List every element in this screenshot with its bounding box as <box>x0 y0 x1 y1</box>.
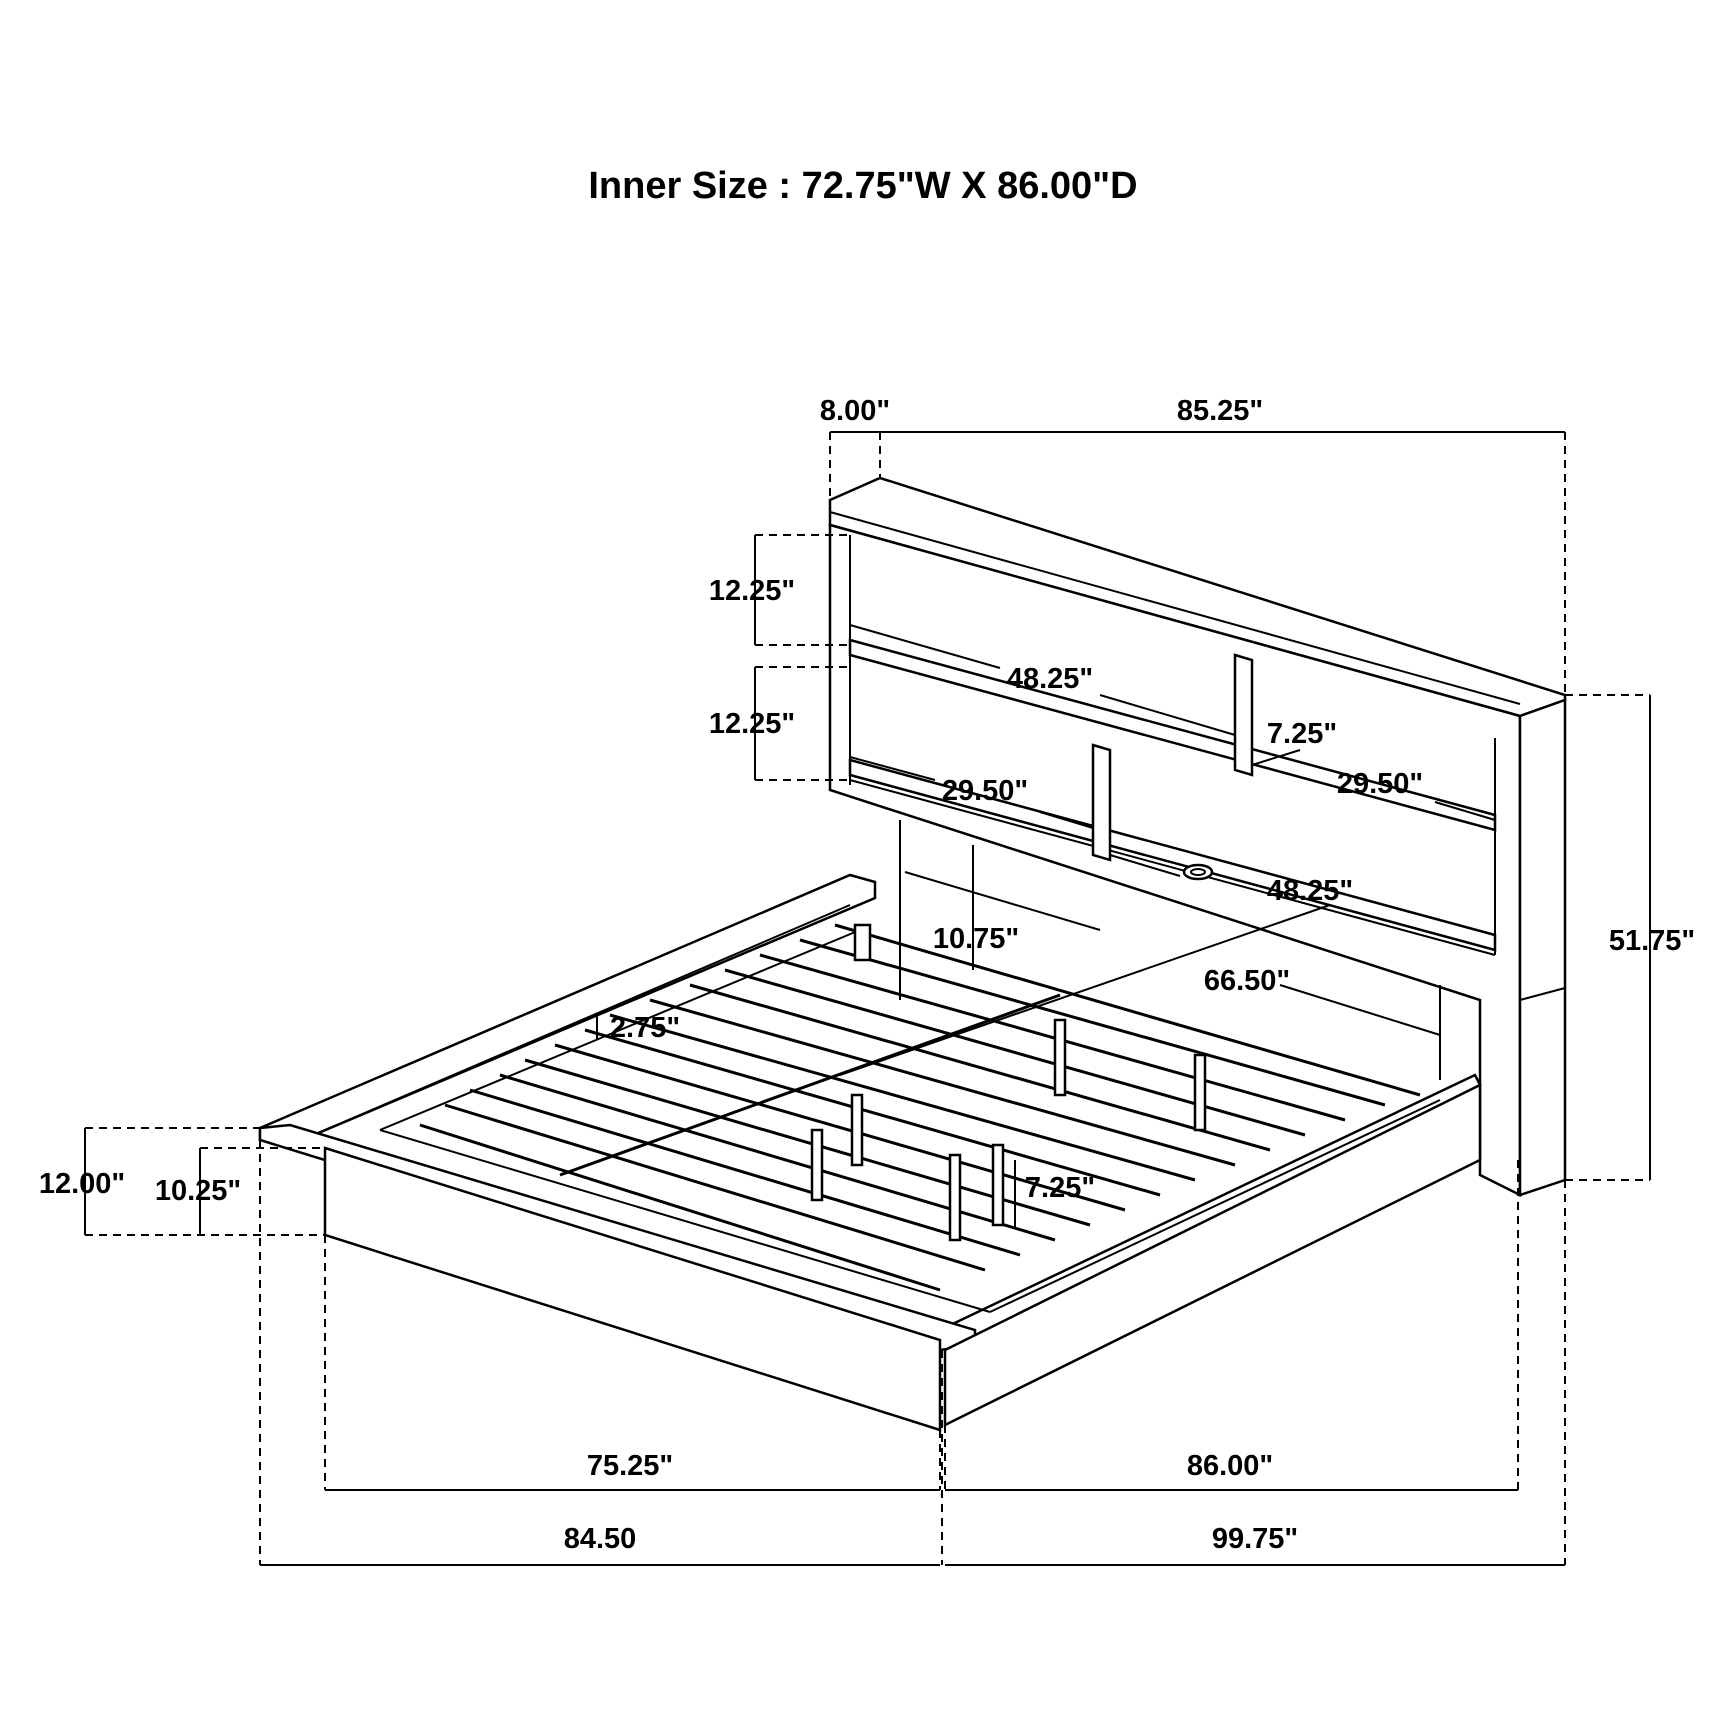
label-lower-shelf-height: 12.25" <box>709 708 795 740</box>
label-slat-gap: 2.75" <box>610 1012 680 1044</box>
dimension-lines <box>84 431 1651 1566</box>
bracket <box>853 923 872 962</box>
slat <box>499 1073 1056 1242</box>
label-headboard-depth: 8.00" <box>820 395 890 427</box>
support-leg <box>1193 1053 1207 1132</box>
label-lower-left-shelf-width: 29.50" <box>942 775 1028 807</box>
support-leg <box>1053 1018 1067 1097</box>
slat <box>689 983 1271 1152</box>
support-leg <box>948 1153 962 1242</box>
slat <box>834 923 1421 1097</box>
foot-rail-face <box>323 1146 942 1432</box>
upper-divider <box>1233 653 1254 777</box>
label-right-shelf-width: 29.50" <box>1337 768 1423 800</box>
label-upper-shelf-height: 12.25" <box>709 575 795 607</box>
inner-size-title: Inner Size : 72.75"W X 86.00"D <box>588 165 1137 207</box>
label-overall-width: 84.50 <box>564 1523 637 1555</box>
label-leg-height: 7.25" <box>1025 1172 1095 1204</box>
slat <box>444 1103 986 1272</box>
label-base-length: 86.00" <box>1187 1450 1273 1482</box>
label-upper-shelf-width: 48.25" <box>1007 663 1093 695</box>
support-leg <box>991 1143 1005 1227</box>
label-rail-inner-height: 10.25" <box>155 1175 241 1207</box>
bed-frame <box>258 873 1482 1432</box>
center-support-beam <box>559 993 1061 1177</box>
support-leg <box>810 1128 824 1202</box>
slat <box>554 1043 1126 1212</box>
slats <box>419 923 1421 1292</box>
usb-outlet-icon <box>1182 863 1214 881</box>
slat <box>584 1028 1161 1197</box>
headboard <box>828 476 1567 1198</box>
dimension-labels: 8.00" 85.25" 12.25" 12.25" 48.25" 7.25" … <box>39 395 1695 1555</box>
slat <box>469 1088 1021 1257</box>
label-panel-width: 66.50" <box>1204 965 1290 997</box>
label-headboard-width: 85.25" <box>1177 395 1263 427</box>
label-divider-depth: 7.25" <box>1267 718 1337 750</box>
label-rail-height: 12.00" <box>39 1168 125 1200</box>
label-headboard-height: 51.75" <box>1609 925 1695 957</box>
title-group: Inner Size : 72.75"W X 86.00"D <box>588 165 1137 207</box>
right-rail-face <box>943 1082 1482 1428</box>
support-leg <box>850 1093 864 1167</box>
headboard-side-face <box>1518 698 1567 1197</box>
label-lower-shelf-width: 48.25" <box>1267 875 1353 907</box>
slat <box>799 938 1386 1107</box>
slat <box>609 1013 1196 1182</box>
lower-divider <box>1091 743 1112 862</box>
label-panel-height: 10.75" <box>933 923 1019 955</box>
slat <box>724 968 1306 1137</box>
slat <box>649 998 1236 1167</box>
slat <box>759 953 1346 1122</box>
slat <box>419 1123 941 1292</box>
label-overall-length: 99.75" <box>1212 1523 1298 1555</box>
label-base-width: 75.25" <box>587 1450 673 1482</box>
